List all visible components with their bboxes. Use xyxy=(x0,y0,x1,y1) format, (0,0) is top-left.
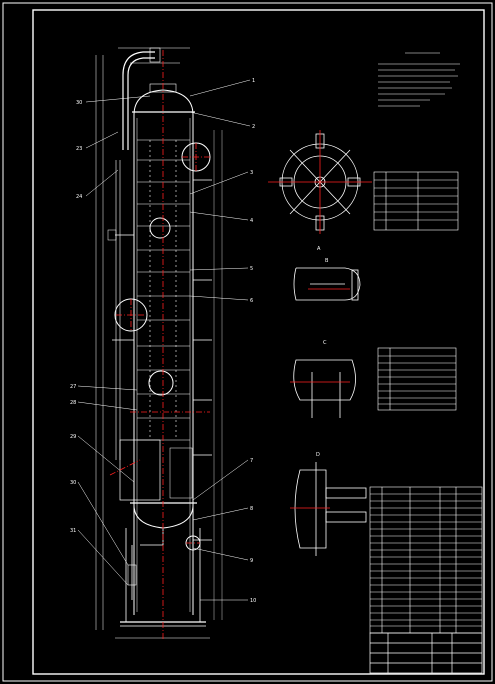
callout-right-7: 7 xyxy=(250,458,253,464)
callout-right-9: 9 xyxy=(250,558,253,564)
callout-right-2: 2 xyxy=(252,124,255,130)
technical-notes xyxy=(378,52,460,107)
detail-d xyxy=(294,462,367,556)
callout-left-1: 30 xyxy=(76,100,82,106)
detail-a-label: A xyxy=(317,246,321,252)
callout-leaders xyxy=(77,79,251,601)
title-block xyxy=(369,632,483,674)
callout-right-10: 10 xyxy=(250,598,256,604)
nozzle-table xyxy=(377,347,457,411)
detail-c-label: C xyxy=(323,340,327,346)
drawing-frame-inner xyxy=(32,9,485,675)
callout-left-7: 30 xyxy=(70,480,76,486)
callout-right-5: 5 xyxy=(250,266,253,272)
callout-left-5: 28 xyxy=(70,400,76,406)
detail-a-centerlines xyxy=(268,130,372,234)
parts-list-table xyxy=(369,486,483,634)
callout-right-8: 8 xyxy=(250,506,253,512)
callout-left-8: 31 xyxy=(70,528,76,534)
detail-c xyxy=(293,359,356,418)
callout-right-6: 6 xyxy=(250,298,253,304)
callout-right-4: 4 xyxy=(250,218,253,224)
callout-left-3: 24 xyxy=(76,194,82,200)
detail-d-label: D xyxy=(316,452,320,458)
column-trays xyxy=(137,139,190,441)
design-data-table xyxy=(373,171,459,231)
callout-left-2: 23 xyxy=(76,146,82,152)
detail-b-label: B xyxy=(325,258,329,264)
callout-left-4: 27 xyxy=(70,384,76,390)
callout-right-3: 3 xyxy=(250,170,253,176)
callout-left-6: 29 xyxy=(70,434,76,440)
callout-right-1: 1 xyxy=(252,78,255,84)
centerlines xyxy=(109,50,210,640)
column-elevation xyxy=(95,47,223,639)
detail-b xyxy=(293,267,361,301)
